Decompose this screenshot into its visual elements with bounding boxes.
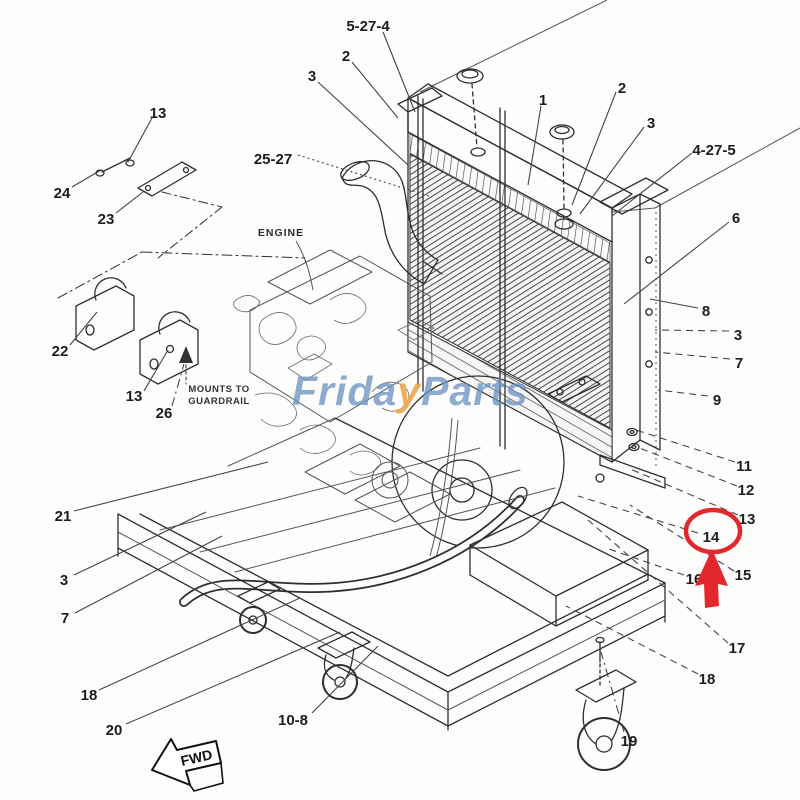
engine-note: ENGINE xyxy=(258,227,304,239)
part-label-24: 24 xyxy=(54,185,71,202)
leader-line-18 xyxy=(565,605,699,675)
radiator-side-frame xyxy=(599,193,666,489)
mount-plate-and-hardware xyxy=(547,375,640,483)
part-label-9: 9 xyxy=(713,392,721,409)
part-label-8: 8 xyxy=(702,303,710,320)
part-label-23: 23 xyxy=(98,211,115,228)
part-label-26: 26 xyxy=(156,405,173,422)
part-label-3: 3 xyxy=(734,327,742,344)
air-intake-hose xyxy=(341,160,439,285)
part-label-13: 13 xyxy=(150,105,167,122)
highlight-up-arrow-icon xyxy=(695,549,728,608)
part-label-15: 15 xyxy=(735,567,752,584)
part-label-3: 3 xyxy=(308,68,316,85)
bracket-23-24 xyxy=(95,157,223,259)
highlight-annotation xyxy=(683,507,743,608)
leader-line-19 xyxy=(600,651,625,733)
leader-line-3 xyxy=(654,329,730,332)
part-label-2: 2 xyxy=(342,48,350,65)
part-label-17: 17 xyxy=(729,640,746,657)
part-label-3: 3 xyxy=(647,115,655,132)
mounts-to-arrow-icon xyxy=(179,346,193,363)
guardrail-clamps xyxy=(57,251,306,385)
part-label-18: 18 xyxy=(699,671,716,688)
part-label-25-27: 25-27 xyxy=(254,151,292,168)
leader-line-8 xyxy=(649,298,699,309)
leader-line-11 xyxy=(635,429,736,463)
part-label-7: 7 xyxy=(61,610,69,627)
caster-right xyxy=(575,636,637,771)
leader-line-15 xyxy=(629,504,735,572)
leader-line-13 xyxy=(143,349,169,392)
leader-line-9 xyxy=(657,389,709,397)
leader-line-4-27-5 xyxy=(611,152,693,217)
part-labels: 5-27-4231234-27-568379111213141516171819… xyxy=(52,18,756,750)
radiator-top-left-bracket xyxy=(397,87,443,133)
leader-line-10-8 xyxy=(311,645,379,714)
mounts-note-line2: GUARDRAIL xyxy=(188,396,250,407)
leader-line-2 xyxy=(571,91,617,206)
leader-line-7 xyxy=(654,351,731,360)
caster-center xyxy=(317,631,371,700)
leader-line-16 xyxy=(605,547,685,576)
leader-line-1 xyxy=(527,105,542,186)
leader-line-5-27-4 xyxy=(382,31,416,113)
part-label-18: 18 xyxy=(81,687,98,704)
leader-line-20 xyxy=(125,631,341,725)
part-label-10-8: 10-8 xyxy=(278,712,308,729)
leader-line-3 xyxy=(317,81,409,166)
engine-assembly xyxy=(179,160,640,607)
fwd-arrow: FWD xyxy=(151,738,224,792)
part-label-13: 13 xyxy=(739,511,756,528)
engine-note-leader xyxy=(295,240,314,291)
leader-line-13 xyxy=(127,117,153,163)
radiator-top-bracket xyxy=(599,177,669,215)
part-label-11: 11 xyxy=(736,458,752,475)
fwd-arrow-label: FWD xyxy=(179,746,214,769)
leader-line-14 xyxy=(577,495,699,534)
leader-line-7 xyxy=(74,535,223,614)
leader-line-23 xyxy=(115,191,144,214)
part-label-5-27-4: 5-27-4 xyxy=(346,18,390,35)
part-label-7: 7 xyxy=(735,355,743,372)
skid-frame xyxy=(117,417,666,731)
leader-line-6 xyxy=(623,221,730,305)
caster-left xyxy=(237,581,281,634)
leader-line-3 xyxy=(73,511,207,576)
part-label-14: 14 xyxy=(703,529,720,546)
part-label-21: 21 xyxy=(55,508,72,525)
leader-line-2 xyxy=(351,61,399,119)
part-label-22: 22 xyxy=(52,343,69,360)
part-label-4-27-5: 4-27-5 xyxy=(692,142,735,159)
lower-radiator-hose xyxy=(179,486,528,607)
leader-line-21 xyxy=(73,461,269,512)
part-label-6: 6 xyxy=(732,210,740,227)
guard-rods xyxy=(417,95,506,450)
part-label-1: 1 xyxy=(539,92,547,109)
leader-line-26 xyxy=(171,363,185,407)
part-label-3: 3 xyxy=(60,572,68,589)
part-label-20: 20 xyxy=(106,722,123,739)
leader-line-22 xyxy=(69,311,98,346)
leader-line-12 xyxy=(636,446,738,487)
leader-line-13 xyxy=(627,467,739,516)
leader-lines xyxy=(69,31,739,733)
radiator-cap xyxy=(456,68,486,157)
part-label-19: 19 xyxy=(621,733,638,750)
radiator xyxy=(397,68,669,489)
leader-line-3 xyxy=(579,126,645,215)
part-label-13: 13 xyxy=(126,388,143,405)
part-label-2: 2 xyxy=(618,80,626,97)
leader-line-18 xyxy=(98,597,301,691)
leader-line-24 xyxy=(71,169,102,188)
construction-lines xyxy=(419,0,800,470)
leader-line-25-27 xyxy=(297,154,433,198)
part-label-12: 12 xyxy=(738,482,755,499)
mounts-note-line1: MOUNTS TO xyxy=(188,384,249,395)
radiator-cap-2 xyxy=(549,124,575,230)
